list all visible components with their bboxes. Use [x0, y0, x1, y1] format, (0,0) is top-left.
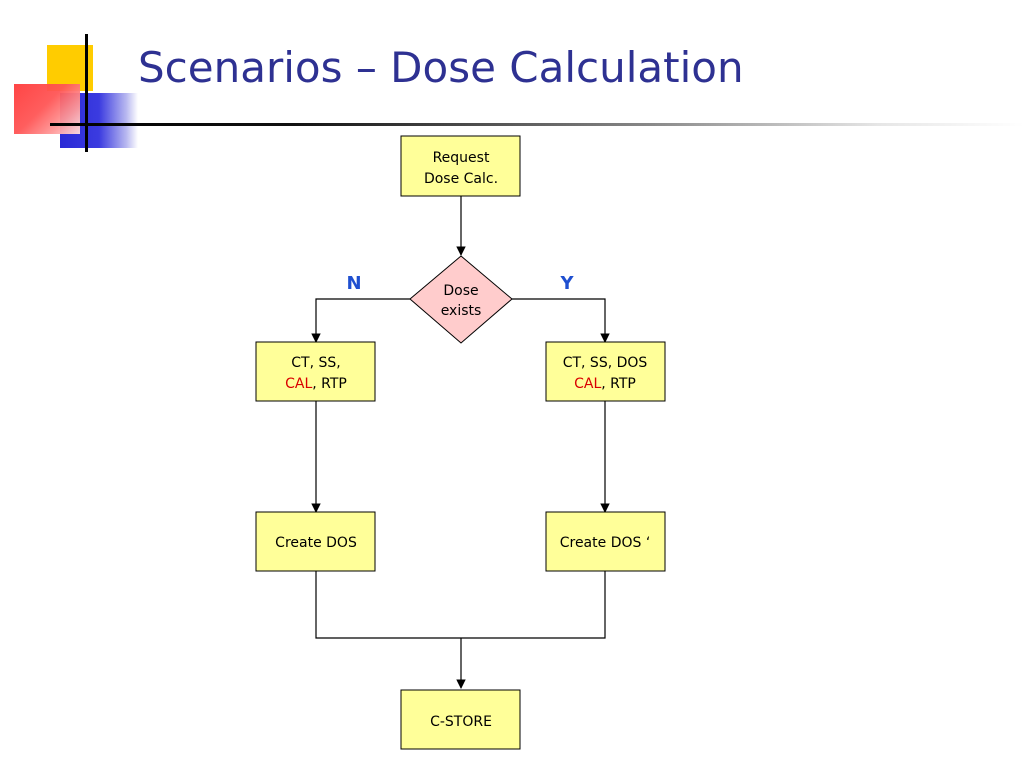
- node-right-input: CT, SS, DOS CAL, RTP: [545, 341, 666, 402]
- node-create-right: Create DOS ‘: [545, 511, 666, 572]
- page-title: Scenarios – Dose Calculation: [138, 43, 744, 92]
- node-create-right-box: [545, 511, 666, 572]
- node-decision-line2: exists: [441, 303, 482, 319]
- node-left-input-accent: CAL: [285, 376, 312, 392]
- branch-label-yes: Y: [559, 273, 574, 294]
- node-create-left-label: Create DOS: [275, 535, 357, 551]
- node-decision: Dose exists: [409, 255, 513, 344]
- node-left-input-line2: CAL, RTP: [285, 376, 347, 392]
- node-right-input-line2: CAL, RTP: [574, 376, 636, 392]
- node-decision-diamond: [409, 255, 513, 344]
- node-create-right-label: Create DOS ‘: [560, 535, 651, 551]
- node-left-input: CT, SS, CAL, RTP: [255, 341, 376, 402]
- node-request-line2: Dose Calc.: [424, 171, 498, 187]
- connector-decision-yes: [512, 298, 610, 343]
- decor-vertical-line: [85, 34, 88, 152]
- node-create-left: Create DOS: [255, 511, 376, 572]
- connectors: [311, 196, 610, 689]
- node-request-line1: Request: [433, 150, 490, 166]
- node-right-input-line1: CT, SS, DOS: [563, 355, 648, 371]
- node-right-input-accent: CAL: [574, 376, 601, 392]
- node-store: C-STORE: [400, 689, 521, 750]
- node-left-input-line1: CT, SS,: [291, 355, 340, 371]
- node-request-box: [400, 135, 521, 197]
- node-create-left-box: [255, 511, 376, 572]
- node-right-input-box: [545, 341, 666, 402]
- node-store-label: C-STORE: [430, 714, 492, 730]
- title-underline: [50, 123, 1024, 126]
- node-left-input-rest: , RTP: [312, 376, 347, 392]
- node-store-box: [400, 689, 521, 750]
- connector-decision-no: [311, 298, 410, 343]
- connector-create-merge: [315, 571, 606, 639]
- node-request: Request Dose Calc.: [400, 135, 521, 197]
- node-decision-line1: Dose: [443, 283, 478, 299]
- branch-label-no: N: [346, 273, 361, 294]
- node-right-input-rest: , RTP: [601, 376, 636, 392]
- node-left-input-box: [255, 341, 376, 402]
